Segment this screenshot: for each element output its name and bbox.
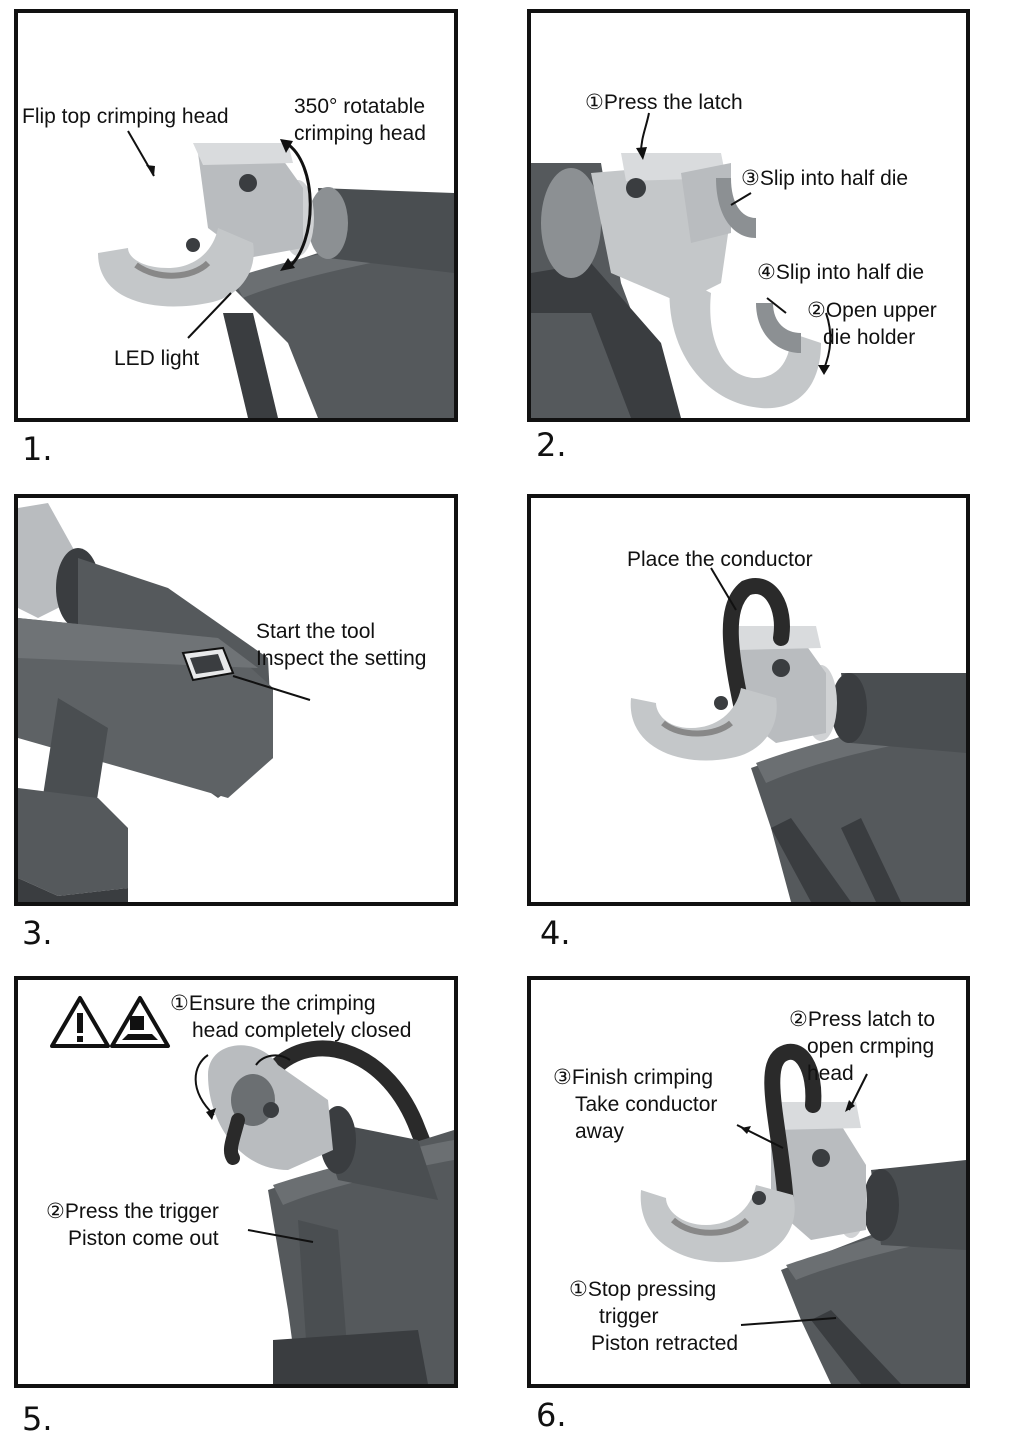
label-line: 350° rotatable <box>294 95 425 118</box>
label-led-light: LED light <box>114 347 200 370</box>
label-press-the-trigger: ②Press the trigger <box>46 1200 219 1223</box>
label-line: head completely closed <box>192 1019 412 1042</box>
label-line: open crmping <box>807 1035 935 1058</box>
label-rotatable-crimping-head: 350° rotatable crimping head <box>294 93 426 147</box>
step-5-number: 5. <box>22 1400 53 1438</box>
label-flip-top-crimping-head: Flip top crimping head <box>22 105 229 128</box>
label-press-the-latch: ①Press the latch <box>585 91 743 114</box>
step-3-illustration <box>18 503 311 902</box>
step-1-number: 1. <box>22 430 53 468</box>
step-1-illustration <box>98 130 454 418</box>
label-line: die holder <box>823 326 916 349</box>
hand-crush-warning-icon <box>110 996 170 1048</box>
label-line: ①Ensure the crimping <box>170 992 376 1015</box>
step-5-illustration <box>50 996 454 1384</box>
label-line: ①Stop pressing <box>569 1278 717 1301</box>
label-line: ②Press latch to <box>789 1008 936 1031</box>
label-line: Piston retracted <box>591 1332 739 1355</box>
label-ensure-head-closed: ①Ensure the crimping head completely clo… <box>170 990 411 1044</box>
label-line: trigger <box>599 1305 659 1328</box>
step-6-illustration <box>640 1043 966 1384</box>
step-4-number: 4. <box>540 914 571 952</box>
step-3-panel: Start the tool Inspect the setting <box>14 494 458 906</box>
step-1-panel: Flip top crimping head 350° rotatable cr… <box>14 9 458 422</box>
step-2-panel: ①Press the latch ③Slip into half die ④Sl… <box>527 9 970 422</box>
label-press-latch-open-head: ②Press latch to open crmping head <box>789 1006 935 1087</box>
step-4-illustration <box>630 567 966 902</box>
step-5-panel: ①Ensure the crimping head completely clo… <box>14 976 458 1388</box>
label-open-upper-die-holder: ②Open upper die holder <box>807 297 937 351</box>
step-6-panel: ②Press latch to open crmping head ③Finis… <box>527 976 970 1388</box>
label-slip-into-half-die-3: ③Slip into half die <box>741 167 909 190</box>
label-start-inspect: Start the tool Inspect the setting <box>256 618 426 672</box>
label-slip-into-half-die-4: ④Slip into half die <box>757 261 925 284</box>
label-line: crimping head <box>294 122 426 145</box>
label-finish-crimping: ③Finish crimping Take conductor away <box>553 1064 717 1145</box>
warning-triangle-icon <box>50 996 110 1048</box>
step-6-number: 6. <box>536 1396 567 1434</box>
label-press-trigger: ②Press the trigger Piston come out <box>46 1198 219 1252</box>
label-piston-come-out: Piston come out <box>68 1227 219 1250</box>
label-line: ③Finish crimping <box>553 1066 714 1089</box>
label-start-the-tool: Start the tool <box>256 620 376 643</box>
step-2-illustration <box>531 112 832 418</box>
label-line: ②Open upper <box>807 299 937 322</box>
step-3-number: 3. <box>22 914 53 952</box>
label-place-the-conductor: Place the conductor <box>627 548 813 571</box>
label-inspect-the-setting: Inspect the setting <box>256 647 427 670</box>
label-line: away <box>575 1120 625 1143</box>
step-4-panel: Place the conductor <box>527 494 970 906</box>
label-line: head <box>807 1062 854 1085</box>
label-line: Take conductor <box>575 1093 718 1116</box>
step-2-number: 2. <box>536 426 567 464</box>
label-stop-pressing-trigger: ①Stop pressing trigger Piston retracted <box>569 1276 738 1357</box>
